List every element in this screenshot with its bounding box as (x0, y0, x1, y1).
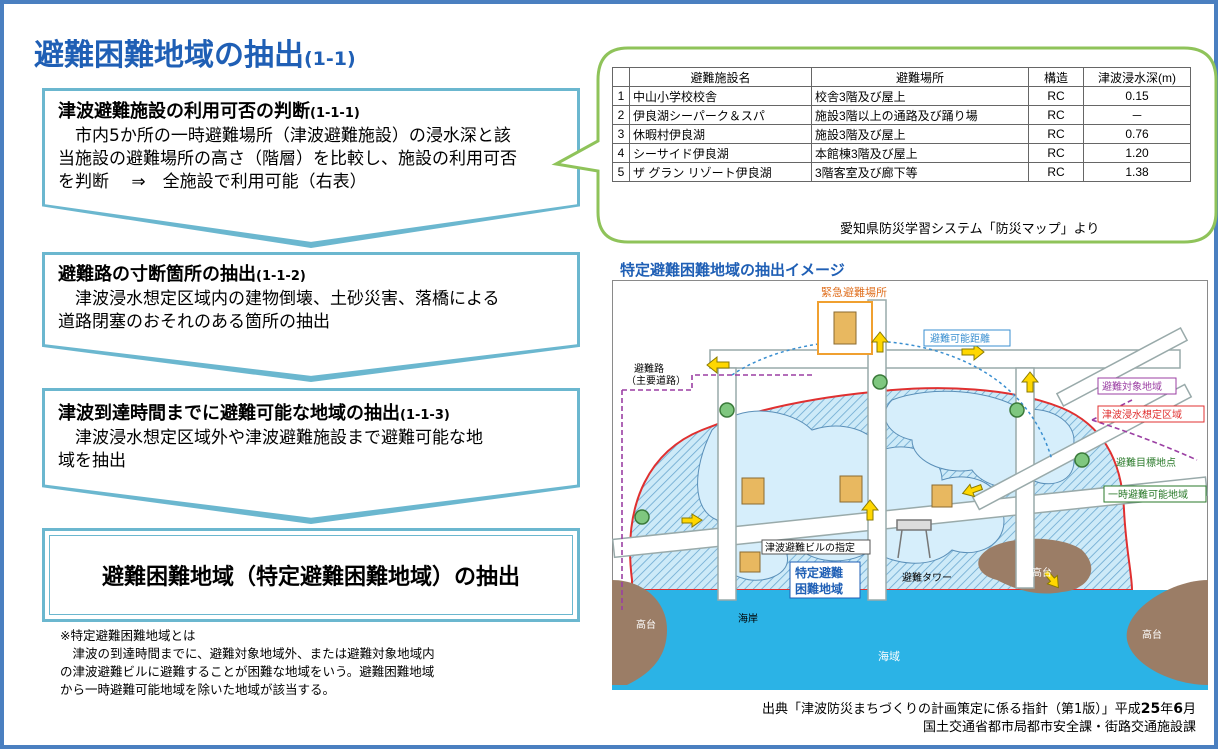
label-high-ground-3: 高台 (1032, 566, 1052, 579)
label-temp-area: 一時避難可能地域 (1108, 488, 1188, 501)
citation: 出典「津波防災まちづくりの計画策定に係る指針（第1版）」平成25年6月 国土交通… (761, 701, 1196, 735)
step-2-text: 避難路の寸断箇所の抽出(1-1-2) 津波浸水想定区域内の建物倒壊、土砂災害、落… (58, 264, 500, 332)
step-3-text: 津波到達時間までに避難可能な地域の抽出(1-1-3) 津波浸水想定区域外や津波避… (58, 403, 483, 471)
step-box-4: 避難困難地域（特定避難困難地域）の抽出 (42, 528, 580, 622)
label-distance: 避難可能距離 (930, 332, 990, 345)
label-special-area-2: 困難地域 (795, 581, 843, 596)
step-1-conclusion: を判断 ⇒ 全施設で利用可能（右表） (58, 172, 367, 192)
step-1-text: 津波避難施設の利用可否の判断(1-1-1) 市内5か所の一時避難場所（津波避難施… (58, 101, 517, 192)
diagram-title: 特定避難困難地域の抽出イメージ (620, 261, 845, 279)
final-result: 避難困難地域（特定避難困難地域）の抽出 (101, 565, 520, 590)
label-tower: 避難タワー (902, 571, 952, 584)
label-coast: 海岸 (738, 612, 758, 625)
label-evac-road: 避難路 (634, 362, 664, 375)
label-special-area-1: 特定避難 (795, 565, 843, 580)
table-header-row: 避難施設名 避難場所 構造 津波浸水深(m) (612, 67, 1191, 87)
extraction-diagram: 緊急避難場所 避難路 （主要道路） 避難可能距離 避難対象地域 津波浸水想定区域… (612, 280, 1208, 690)
page-title: 避難困難地域の抽出(1-1) (34, 38, 356, 73)
label-emergency-site: 緊急避難場所 (821, 285, 887, 299)
definition-note: ※特定避難困難地域とは 津波の到達時間までに、避難対象地域外、または避難対象地域… (60, 628, 435, 697)
label-tsunami-building: 津波避難ビルの指定 (765, 541, 855, 554)
table-source: 愛知県防災学習システム「防災マップ」より (840, 222, 1100, 237)
label-main-road: （主要道路） (626, 374, 686, 387)
label-target-area: 避難対象地域 (1102, 380, 1162, 393)
label-goal-point: 避難目標地点 (1116, 456, 1176, 469)
label-inundation-area: 津波浸水想定区域 (1102, 408, 1182, 421)
label-sea: 海域 (878, 649, 900, 663)
label-high-ground-1: 高台 (636, 618, 656, 631)
label-high-ground-2: 高台 (1142, 628, 1162, 641)
